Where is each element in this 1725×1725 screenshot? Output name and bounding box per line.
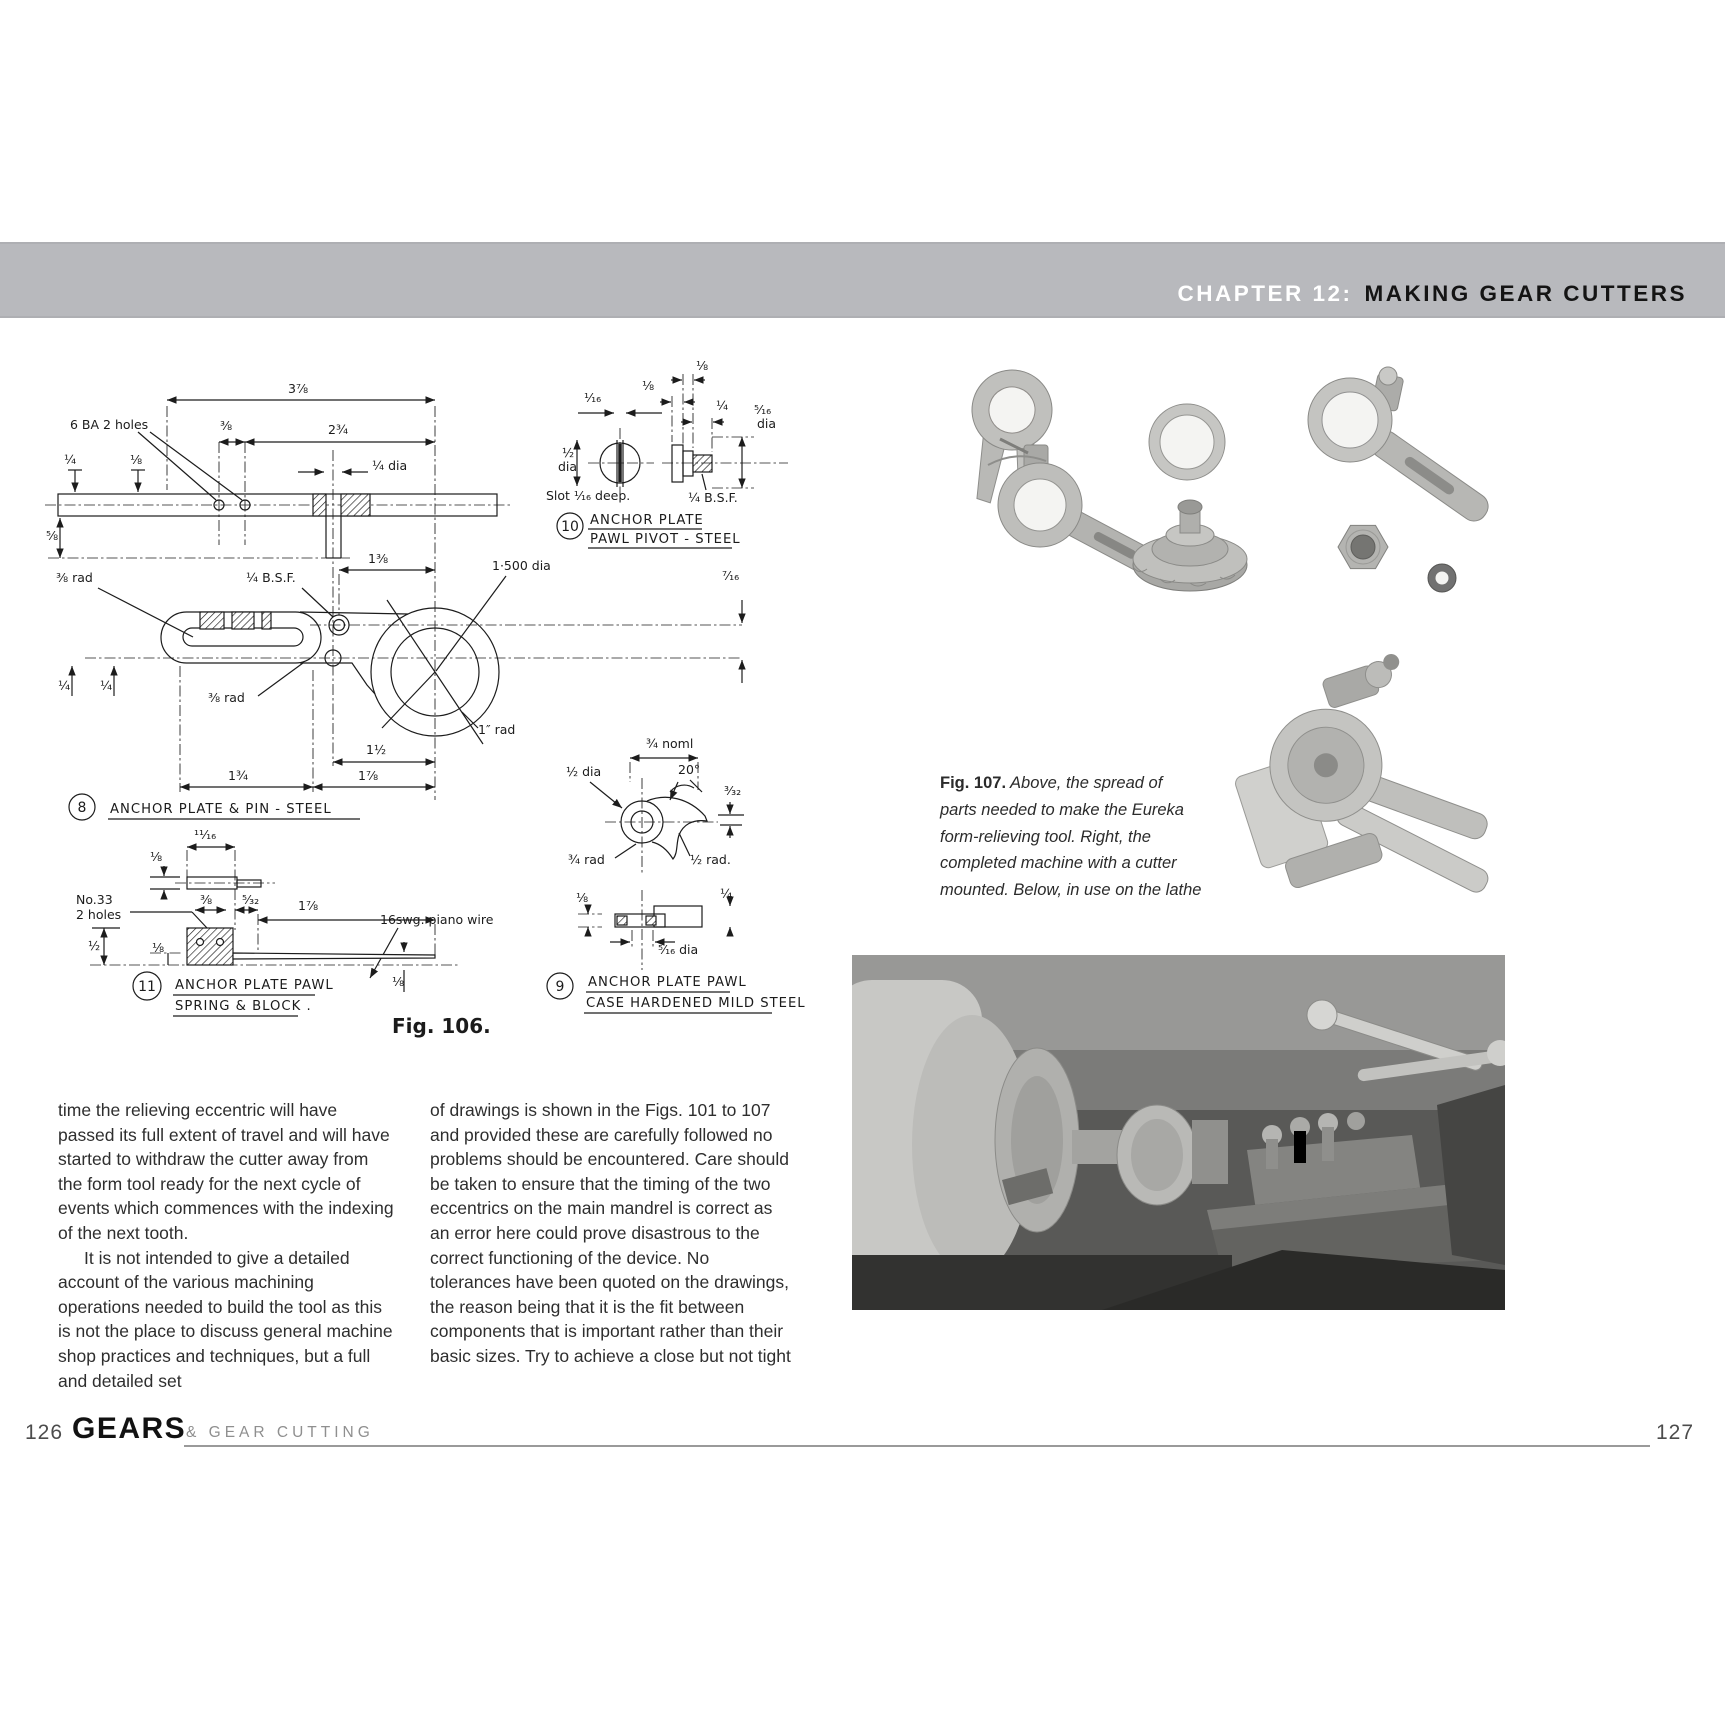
dim-label: ¼ (720, 886, 732, 901)
dim-label: ⁵⁄₃₂ (242, 892, 259, 907)
part-ring-lever (1307, 366, 1489, 522)
item-number: 8 (78, 800, 87, 816)
page-number-right: 127 (1656, 1421, 1695, 1444)
dim-label: ¾ noml (646, 736, 693, 751)
dim-label: ½ dia (566, 764, 601, 779)
dim-label: ⅛ (152, 940, 164, 955)
dim-label: dia (757, 416, 776, 431)
part-ring (1148, 403, 1226, 481)
body-paragraph: of drawings is shown in the Figs. 101 to… (430, 1100, 791, 1366)
photo-parts-spread (971, 366, 1489, 593)
dim-label: ¹¹⁄₁₆ (194, 827, 216, 842)
drawing-labels: 3⅞ 2¾ ⅜ ¼ dia 6 BA 2 holes ¼ ⅛ ⅝ ⅜ rad ¼… (46, 358, 806, 1038)
dim-label: ½ (562, 445, 574, 460)
dim-label: 1″ rad (478, 722, 515, 737)
dim-label: ¹⁄₁₆ (584, 390, 601, 405)
text-column-left: time the relieving eccentric will have p… (58, 1098, 396, 1393)
dim-label: 3⅞ (288, 381, 308, 396)
photo-machine (1235, 654, 1489, 893)
item-number: 11 (138, 979, 156, 995)
dim-label: ⅜ rad (208, 690, 245, 705)
dim-label: ⅛ (130, 452, 142, 467)
dim-label: 1⅜ (368, 551, 388, 566)
dim-label: ⅜ rad (56, 570, 93, 585)
photo-lathe (852, 955, 1505, 1310)
dim-label: 1·500 dia (492, 558, 551, 573)
text-column-right: of drawings is shown in the Figs. 101 to… (430, 1098, 792, 1369)
machine-assembly (1235, 654, 1489, 893)
footer-rule (184, 1445, 1650, 1447)
chapter-header: CHAPTER 12: MAKING GEAR CUTTERS (0, 242, 1725, 318)
part-cone-cutter (1132, 499, 1248, 592)
dim-label: ⅜ (220, 418, 232, 433)
note-label: 6 BA 2 holes (70, 417, 148, 432)
page-footer: 126 GEARS & GEAR CUTTING 127 (0, 1412, 1725, 1458)
dim-label: dia (558, 459, 577, 474)
dim-label: ½ (88, 938, 100, 953)
item-title: ANCHOR PLATE PAWL (588, 975, 747, 990)
body-paragraph: It is not intended to give a detailed ac… (58, 1247, 393, 1391)
body-paragraph: time the relieving eccentric will have p… (58, 1100, 394, 1243)
dim-label: 1⅞ (358, 768, 378, 783)
dim-label: 1⅞ (298, 898, 318, 913)
fig106-technical-drawing: 3⅞ 2¾ ⅜ ¼ dia 6 BA 2 holes ¼ ⅛ ⅝ ⅜ rad ¼… (45, 358, 806, 1038)
chapter-title: MAKING GEAR CUTTERS (1364, 281, 1687, 306)
dim-label: ⅛ (576, 890, 588, 905)
book-subtitle: & GEAR CUTTING (186, 1424, 374, 1441)
fig107-caption: Fig. 107. Above, the spread of parts nee… (940, 770, 1202, 904)
dim-label: ³⁄₃₂ (724, 783, 741, 798)
fig107-caption-text: Above, the spread of parts needed to mak… (940, 774, 1202, 900)
part-hex-nut (1337, 524, 1389, 570)
item-title: SPRING & BLOCK . (175, 999, 312, 1014)
dim-label: ⁵⁄₁₆ (754, 402, 771, 417)
item-number: 10 (561, 519, 579, 535)
dim-label: 1½ (366, 742, 386, 757)
dim-label: ¼ (100, 678, 112, 693)
dim-label: ¼ B.S.F. (246, 570, 296, 585)
fig107-label: Fig. 107. (940, 774, 1007, 792)
dim-label: ¼ (58, 678, 70, 693)
dim-label: ⅛ (150, 849, 162, 864)
item-number: 9 (556, 979, 565, 995)
item-title: ANCHOR PLATE & PIN - STEEL (110, 802, 332, 817)
dim-label: ⅛ (642, 378, 654, 393)
item-title: PAWL PIVOT - STEEL (590, 532, 741, 547)
figure-label: Fig. 106. (392, 1014, 491, 1038)
note-label: 2 holes (76, 907, 121, 922)
book-title: GEARS (72, 1412, 187, 1445)
dim-label: ⁷⁄₁₆ (722, 568, 739, 583)
dim-label: 1¾ (228, 768, 248, 783)
dim-label: 20° (678, 762, 700, 777)
dim-label: ⁵⁄₁₆ dia (658, 942, 698, 957)
dim-label: ⅜ (200, 892, 212, 907)
dim-label: ¼ dia (372, 458, 407, 473)
note-label: 16swg. piano wire (380, 912, 494, 927)
note-label: Slot ¹⁄₁₆ deep. (546, 488, 630, 503)
item-title: ANCHOR PLATE (590, 513, 704, 528)
part-small-ring (1427, 563, 1457, 593)
dim-label: ⅝ (46, 528, 58, 543)
lathe-scene (852, 955, 1505, 1310)
note-label: No.33 (76, 892, 113, 907)
chapter-number: CHAPTER 12: (1177, 281, 1353, 306)
dim-label: 2¾ (328, 422, 348, 437)
dim-label: ⅛ (392, 974, 404, 989)
dim-label: ¼ (716, 398, 728, 413)
page-number-left: 126 (25, 1421, 64, 1444)
dim-label: ½ rad. (690, 852, 731, 867)
dim-label: ¾ rad (568, 852, 605, 867)
dim-label: ⅛ (696, 358, 708, 373)
item-title: CASE HARDENED MILD STEEL (586, 996, 806, 1011)
dim-label: ¼ (64, 452, 76, 467)
item-title: ANCHOR PLATE PAWL (175, 978, 334, 993)
dim-label: ¼ B.S.F. (688, 490, 738, 505)
drawing-linework (45, 374, 788, 1017)
